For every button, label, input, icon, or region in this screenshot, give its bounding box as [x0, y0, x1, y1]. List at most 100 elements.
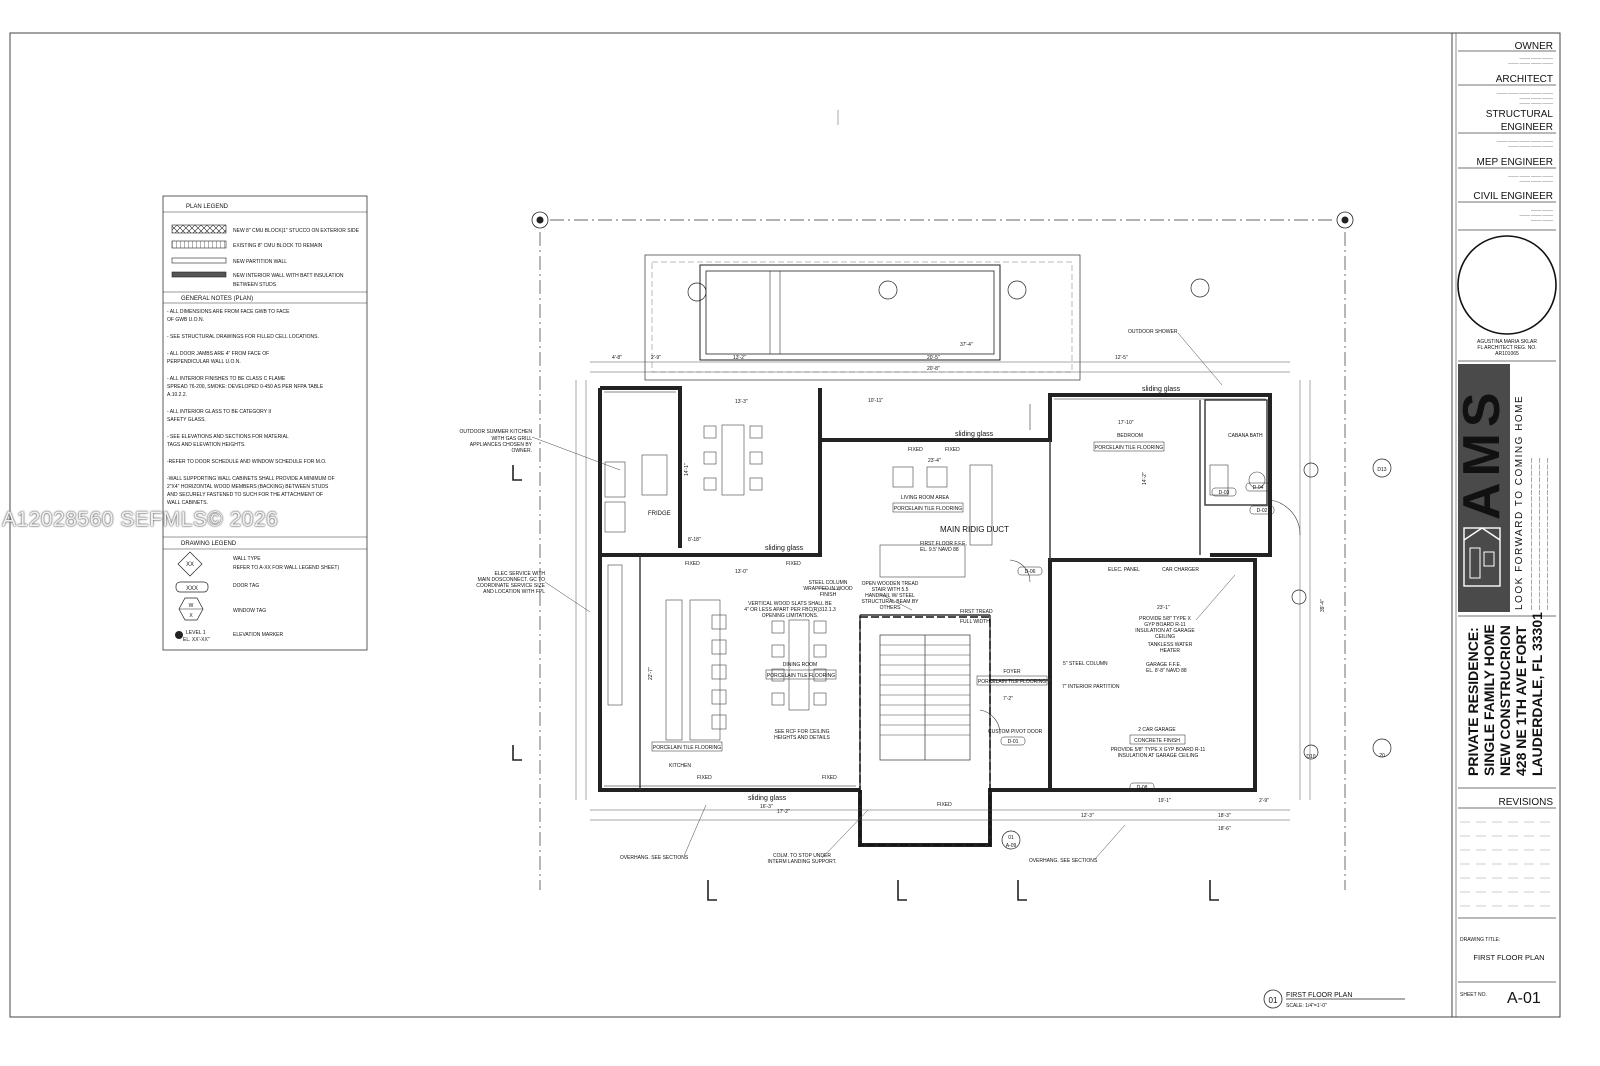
plan-text: FIXED	[908, 447, 923, 453]
plan-title: FIRST FLOOR PLAN	[1286, 992, 1352, 999]
svg-text:— — — — — — — — — — — — — — —: — — — — — — — — — — — — — — — — — — — — …	[1545, 458, 1551, 610]
door-tag-symbol	[175, 581, 209, 593]
plan-text: DOOR TAG	[233, 583, 259, 589]
plan-text: 12'-5"	[1115, 355, 1128, 361]
plan-text: OPENING LIMITATIONS.	[762, 613, 819, 619]
plan-text: PROVIDE 5/8" TYPE X	[1139, 616, 1191, 622]
structural-label: STRUCTURAL	[1486, 109, 1554, 120]
plan-text: OPEN WOODEN TREAD	[862, 581, 919, 587]
plan-text: FINISH	[820, 592, 837, 598]
plan-text: TAGS AND ELEVATION HEIGHTS.	[167, 442, 246, 448]
plan-text: 18'-3"	[1218, 813, 1231, 819]
plan-text: D-02	[1257, 508, 1268, 514]
sheet-border	[9, 32, 1561, 1018]
plan-text: CEILING	[1155, 634, 1175, 640]
plan-text: 01	[1008, 835, 1014, 841]
title-block: OWNER ——— ——— ——— ——— ——— ——— ——— ARCHIT…	[1453, 41, 1557, 1007]
plan-text: 4'-8"	[612, 355, 622, 361]
plan-text: CONCRETE FINISH	[1134, 738, 1180, 744]
plan-text: CAR CHARGER	[1162, 567, 1199, 573]
plan-text: FIRST FLOOR F.F.E.	[920, 541, 967, 547]
plan-text: PORCELAIN TILE FLOORING	[767, 673, 835, 679]
section-markers	[687, 278, 1392, 850]
plan-text: D10	[1306, 754, 1315, 760]
mep-label: MEP ENGINEER	[1477, 157, 1554, 168]
plan-text: HEATER	[1160, 648, 1180, 654]
plan-text: ELEVATION MARKER	[233, 632, 283, 638]
plan-text: WALL TYPE	[233, 556, 261, 562]
plan-text: - SEE ELEVATIONS AND SECTIONS FOR MATERI…	[167, 434, 289, 440]
plan-text: 2'-9"	[651, 355, 661, 361]
svg-text:——— ——— ———: ——— ——— ———	[1520, 56, 1554, 60]
wall-type-symbol	[177, 551, 203, 577]
svg-text:— — — — — — — — — — — — — — —: — — — — — — — — — — — — — — — — — — — — …	[1529, 458, 1535, 610]
plan-text: SAFETY GLASS.	[167, 417, 206, 423]
grid-marker	[531, 211, 1354, 229]
svg-text:——— ——— ———: ——— ——— ———	[1520, 213, 1554, 217]
plan-text: OF GWB U.O.N.	[167, 317, 204, 323]
project-line-1: PRIVATE RESIDENCE:	[1465, 627, 1481, 776]
plan-text: OVERHANG. SEE SECTIONS	[620, 855, 689, 861]
owner-label: OWNER	[1515, 41, 1553, 52]
plan-text: MAIN DOSCONNECT. GC TO	[478, 577, 545, 583]
plan-text: STEEL COLUMN	[809, 580, 848, 586]
room-foyer: FOYER	[1003, 669, 1021, 675]
plan-text: 39'-4"	[1320, 599, 1326, 612]
general-notes-heading: GENERAL NOTES (PLAN)	[181, 296, 253, 302]
plan-text: PORCELAIN TILE FLOORING	[978, 679, 1046, 685]
plan-text: PERPENDICULAR WALL U.O.N.	[167, 359, 241, 365]
plan-text: X	[189, 613, 193, 619]
plan-text: ELEC. PANEL	[1108, 567, 1140, 573]
plan-text: NEW INTERIOR WALL WITH BATT INSULATION	[233, 273, 344, 279]
plan-text: - ALL INTERIOR GLASS TO BE CATEGORY II	[167, 409, 271, 415]
plan-text: 13'-2"	[733, 355, 746, 361]
svg-text:——— ——— ——— ——— ———: ——— ——— ——— ——— ———	[1497, 139, 1554, 143]
plan-text: 20'-5"	[927, 355, 940, 361]
svg-text:——— ——— ——— ———: ——— ——— ——— ———	[1508, 174, 1553, 178]
svg-text:— — — — — — — — — — — — — — —: — — — — — — — — — — — — — — — — — — — — …	[1537, 458, 1543, 610]
plan-text: SPREAD 76-200, SMOKE: DEVELOPED 0-450 AS…	[167, 384, 324, 390]
plan-text: GARAGE F.F.E.	[1146, 662, 1181, 668]
pool	[699, 264, 1001, 361]
svg-text:——— ——— ——— ——— ———: ——— ——— ——— ——— ———	[1497, 91, 1554, 95]
architect-label: ARCHITECT	[1496, 74, 1553, 85]
plan-text: 7" INTERIOR PARTITION	[1062, 684, 1120, 690]
plan-text: 20	[1379, 753, 1385, 759]
seal-name: AGUSTINA MARIA SKLAR	[1477, 339, 1537, 345]
plan-text: 14'-1"	[684, 463, 690, 476]
plan-text: APPLIANCES CHOSEN BY	[470, 442, 533, 448]
plan-text: A-09	[1006, 843, 1017, 849]
plan-text: STAIR WITH 5.5	[872, 587, 909, 593]
plan-text: AND SECURELY FASTENED TO SUCH FOR THE AT…	[167, 492, 323, 498]
plan-text: sliding glass	[955, 431, 994, 438]
drawing-title: FIRST FLOOR PLAN	[1473, 953, 1544, 962]
plan-text: EXISTING 8" CMU BLOCK TO REMAIN	[233, 243, 323, 249]
plan-text: D13	[1377, 467, 1386, 473]
ams-logo	[1458, 364, 1510, 612]
plan-text: 19'-1"	[1158, 798, 1171, 804]
seal-reg: FL ARCHITECT REG. NO.	[1477, 345, 1536, 351]
plan-text: LEVEL 1	[186, 630, 206, 636]
svg-text:——— ——— ——— ———: ——— ——— ——— ———	[1508, 61, 1553, 65]
plan-text: XXX	[186, 586, 198, 592]
svg-text:——— ——— ——— ———: ——— ——— ——— ———	[1508, 144, 1553, 148]
plan-text: HEIGHTS AND DETAILS	[774, 735, 830, 741]
plan-text: 01	[1269, 996, 1278, 1005]
plan-text: 5" STEEL COLUMN	[1063, 661, 1108, 667]
plan-text: EL. 8'-8" NAVD 88	[1146, 668, 1187, 674]
revisions-label: REVISIONS	[1499, 797, 1554, 808]
plan-text: AND LOCATION WITH FPL	[483, 589, 545, 595]
svg-text:——— ——— ———: ——— ——— ———	[1520, 101, 1554, 105]
plan-text: HANDRAIL W/ STEEL	[865, 593, 915, 599]
plan-text: PROVIDE 5/8" TYPE X GYP BOARD R-11	[1111, 747, 1206, 753]
plan-text: FIXED	[697, 775, 712, 781]
plan-text: 14'-2"	[1142, 472, 1148, 485]
plan-text: 16'-3"	[760, 804, 773, 810]
plan-text: D-01	[1008, 739, 1019, 745]
plan-text: W	[189, 603, 194, 609]
plan-text: D-04	[1253, 485, 1264, 491]
plan-text: XX	[186, 562, 194, 568]
plan-text: 7'-2"	[1003, 696, 1013, 702]
plan-text: 37'-4"	[960, 342, 973, 348]
